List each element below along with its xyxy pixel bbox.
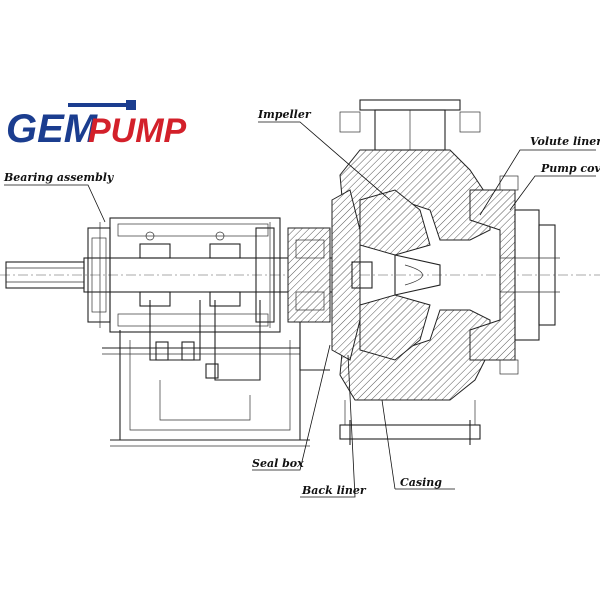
logo-bar-end (126, 100, 136, 110)
label-impeller: Impeller (257, 108, 312, 121)
logo-text-pump: PUMP (88, 112, 187, 150)
logo-text-gem: GEM (6, 107, 99, 151)
leader-impeller (258, 121, 391, 201)
leader-back-liner (300, 354, 356, 498)
leader-lines (4, 121, 596, 498)
label-pump-cover: Pump cover (540, 162, 600, 175)
bearing-assembly-drawing (87, 217, 281, 333)
seal-box-drawing (287, 227, 331, 371)
pump-frame (102, 300, 310, 447)
impeller-drawing (351, 189, 441, 361)
leader-volute-liner (479, 149, 596, 216)
label-back-liner: Back liner (301, 484, 367, 497)
leader-bearing-assembly (4, 184, 106, 223)
label-seal-box: Seal box (252, 457, 304, 470)
label-casing: Casing (400, 476, 442, 489)
label-volute-liner: Volute liner (530, 135, 600, 148)
logo-bar (68, 103, 130, 107)
pump-cover-drawing (469, 175, 560, 375)
leader-seal-box (252, 344, 331, 471)
label-bearing-assembly: Bearing assembly (3, 171, 115, 184)
casing-drawing (331, 99, 491, 445)
gempump-logo: GEM PUMP (6, 100, 187, 151)
leader-casing (381, 399, 455, 490)
leader-pump-cover (509, 175, 596, 211)
